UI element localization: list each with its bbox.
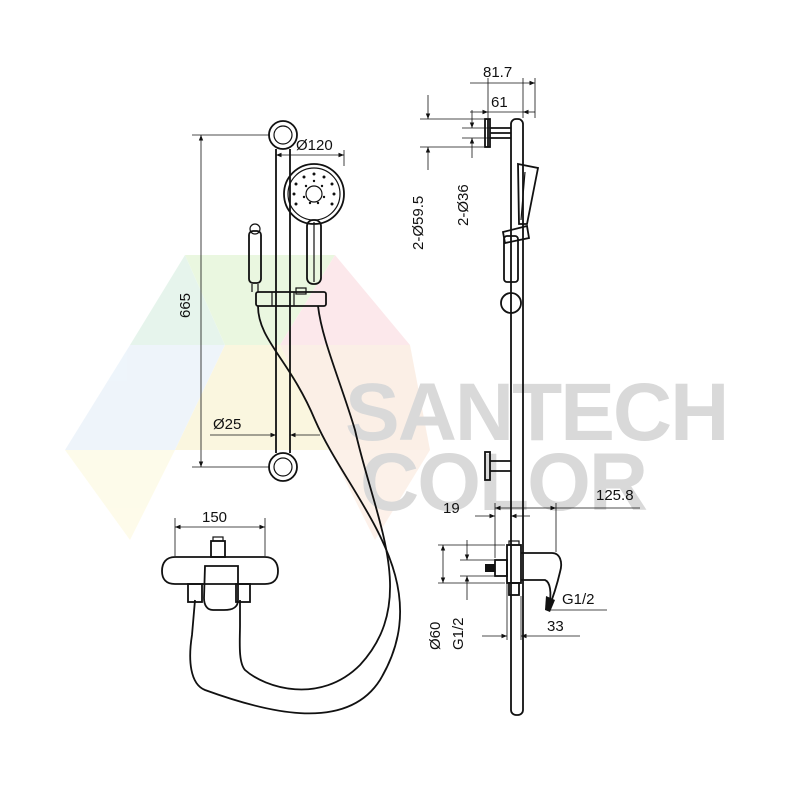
hand-shower-head [283,163,345,285]
watermark-line1: SANTECH [345,367,727,458]
dim-spout-offset-label: 19 [443,500,460,517]
watermark-line2: COLOR [360,437,647,528]
front-dimensions: 665 Ø120 Ø25 150 [174,134,345,556]
dim-flange-dia-label: 2-Ø59.5 [410,196,427,250]
dim-rail-dia-label: Ø25 [213,416,241,433]
dim-spout-reach-label: 125.8 [596,487,634,504]
side-dimensions: 81.7 61 2-Ø59.5 2-Ø36 19 125.8 [410,64,640,650]
front-view: 665 Ø120 Ø25 150 [161,120,401,715]
watermark-logo [65,255,430,540]
dim-escutcheon-dia-label: Ø60 [427,622,444,650]
shower-hose [189,305,401,715]
dim-bracket-depth-label: 81.7 [483,64,512,81]
side-mixer [485,540,563,612]
dim-bracket-offset-label: 61 [491,94,508,111]
dim-mixer-width-label: 150 [202,509,227,526]
watermark: SANTECH COLOR [65,255,729,540]
bath-mixer [161,536,279,611]
dim-height-label: 665 [177,293,194,318]
secondary-handle [248,223,262,292]
dim-inlet-depth-label: 33 [547,618,564,635]
spray-nozzles [292,172,336,206]
side-view: 81.7 61 2-Ø59.5 2-Ø36 19 125.8 [410,64,640,716]
side-rail [484,118,540,716]
shower-holder [255,287,327,307]
dim-tube-dia-label: 2-Ø36 [455,184,472,226]
dim-outlet-thread-label: G1/2 [562,591,595,608]
dim-head-dia-label: Ø120 [296,137,333,154]
slide-rail [268,120,298,482]
dim-inlet-thread-label: G1/2 [450,617,467,650]
